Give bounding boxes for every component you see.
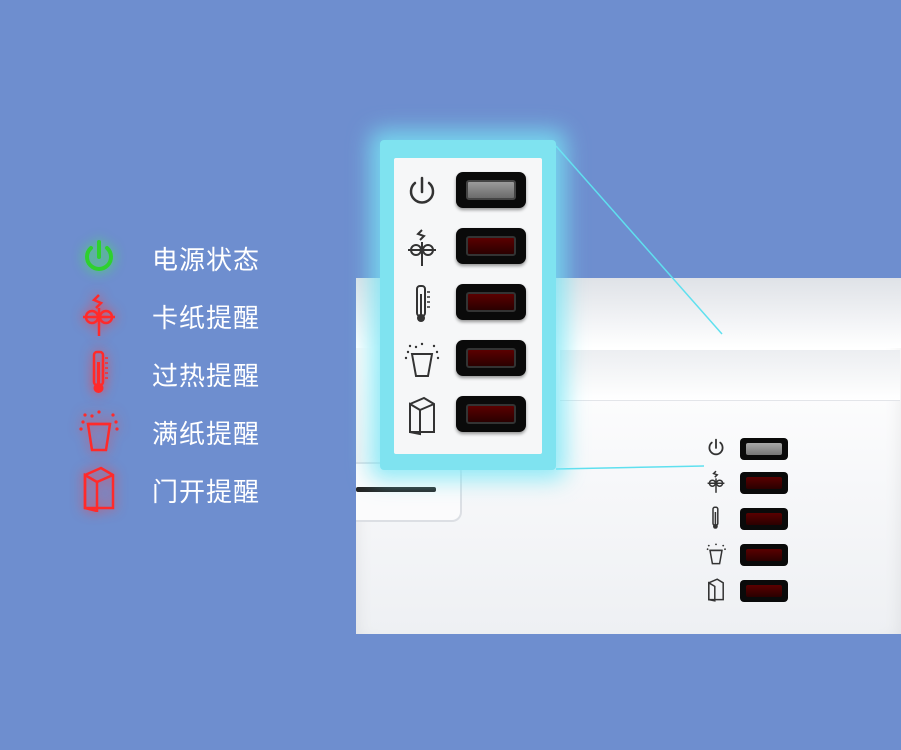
legend-label-door-open: 门开提醒 (152, 478, 261, 508)
door-open-icon (83, 466, 115, 512)
legend-item-overheat: 过热提醒 (70, 346, 300, 396)
zoom-indicator-overheat (394, 282, 542, 326)
paper-full-bin-icon (79, 410, 119, 452)
paper-full-indicator-button[interactable] (456, 340, 526, 376)
mini-paper-jam-lamp (746, 477, 782, 489)
thermometer-icon (416, 285, 430, 322)
overheat-indicator-button[interactable] (456, 284, 526, 320)
legend-label-power: 电源状态 (152, 246, 261, 276)
zoom-indicator-power (394, 170, 542, 214)
thermometer-icon (712, 506, 719, 529)
legend-item-paper-jam: 卡纸提醒 (70, 288, 300, 338)
power-icon (708, 438, 724, 456)
door-open-indicator-lamp (466, 404, 516, 424)
mini-indicator-paper-full (704, 542, 794, 568)
legend-item-paper-full: 满纸提醒 (70, 404, 300, 454)
paper-jam-indicator-lamp (466, 236, 516, 256)
zoom-indicator-door-open (394, 394, 542, 438)
legend-item-power: 电源状态 (70, 230, 300, 280)
mini-paper-full-lamp (746, 549, 782, 561)
power-icon (409, 176, 435, 204)
printer-ridge (560, 350, 900, 401)
mini-overheat-lamp (746, 513, 782, 525)
mini-indicator-power (704, 436, 794, 462)
paper-full-bin-icon (404, 342, 440, 377)
zoom-indicator-paper-jam (394, 226, 542, 270)
overheat-indicator-lamp (466, 292, 516, 312)
thermometer-icon (92, 350, 108, 393)
mini-indicator-overheat (704, 506, 794, 532)
power-icon (85, 240, 113, 271)
power-indicator-button[interactable] (456, 172, 526, 208)
paper-output-slot-opening (356, 487, 436, 492)
paper-jam-icon (408, 229, 436, 266)
mini-door-open-button[interactable] (740, 580, 788, 602)
door-open-icon (708, 578, 724, 602)
mini-door-open-lamp (746, 585, 782, 597)
door-open-indicator-button[interactable] (456, 396, 526, 432)
mini-power-button[interactable] (740, 438, 788, 460)
legend-label-overheat: 过热提醒 (152, 362, 261, 392)
mini-overheat-button[interactable] (740, 508, 788, 530)
zoom-connector-line-bottom (555, 465, 705, 470)
zoom-indicator-paper-full (394, 338, 542, 382)
paper-jam-icon (707, 470, 725, 493)
mini-indicator-door-open (704, 578, 794, 604)
mini-paper-jam-button[interactable] (740, 472, 788, 494)
door-open-icon (409, 396, 435, 436)
legend-label-paper-jam: 卡纸提醒 (152, 304, 261, 334)
mini-paper-full-button[interactable] (740, 544, 788, 566)
mini-power-lamp (746, 443, 782, 455)
paper-jam-icon (83, 294, 115, 336)
legend-item-door-open: 门开提醒 (70, 462, 300, 512)
paper-full-indicator-lamp (466, 348, 516, 368)
legend-label-paper-full: 满纸提醒 (152, 420, 261, 450)
mini-indicator-paper-jam (704, 470, 794, 496)
power-indicator-lamp (466, 180, 516, 200)
zoomed-control-panel (394, 158, 542, 454)
paper-full-bin-icon (706, 543, 726, 565)
paper-jam-indicator-button[interactable] (456, 228, 526, 264)
zoom-connector-line-top (555, 145, 723, 335)
